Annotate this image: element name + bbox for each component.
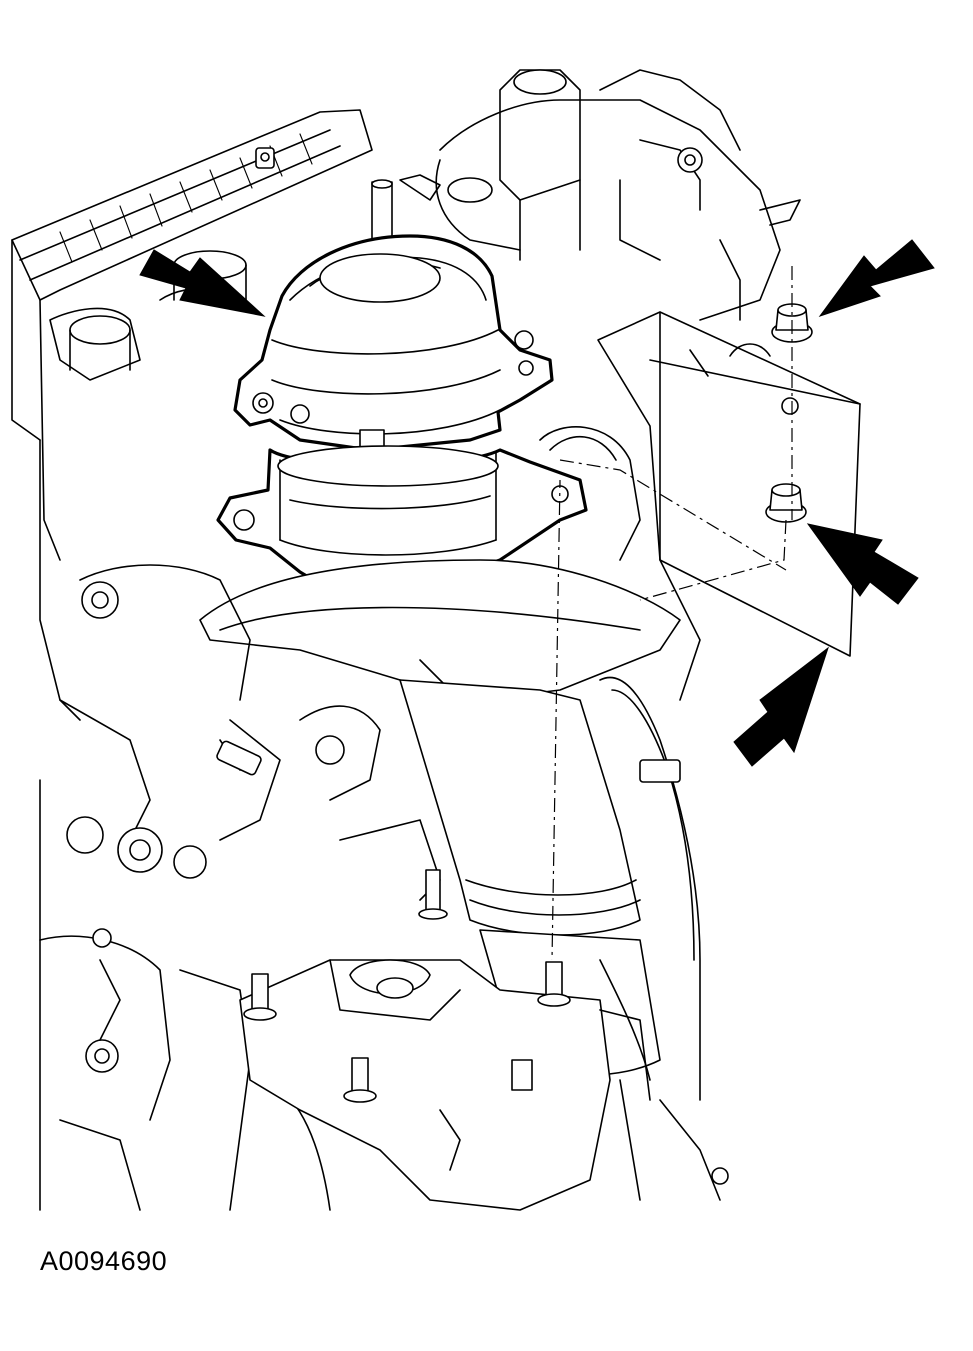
engine-mount-upper	[233, 234, 554, 465]
callout-arrow-mount	[139, 249, 266, 317]
callout-arrow-upper-nut	[818, 239, 935, 317]
engine-block-lower	[39, 439, 441, 1211]
heat-shield-bracket	[597, 311, 861, 657]
alignment-centerlines	[551, 266, 793, 961]
figure-code: A0094690	[40, 1246, 168, 1276]
engine-mount-lower	[216, 445, 588, 602]
bracket-nut-lower	[765, 483, 807, 523]
callout-arrow-lower-nut	[806, 523, 919, 605]
oxygen-sensor-harness	[599, 559, 701, 1101]
engine-intake-manifold	[399, 69, 801, 321]
callout-arrow-bracket	[733, 646, 829, 767]
lower-mount-bracket	[239, 869, 729, 1211]
exhaust-heat-shield	[199, 426, 681, 1201]
